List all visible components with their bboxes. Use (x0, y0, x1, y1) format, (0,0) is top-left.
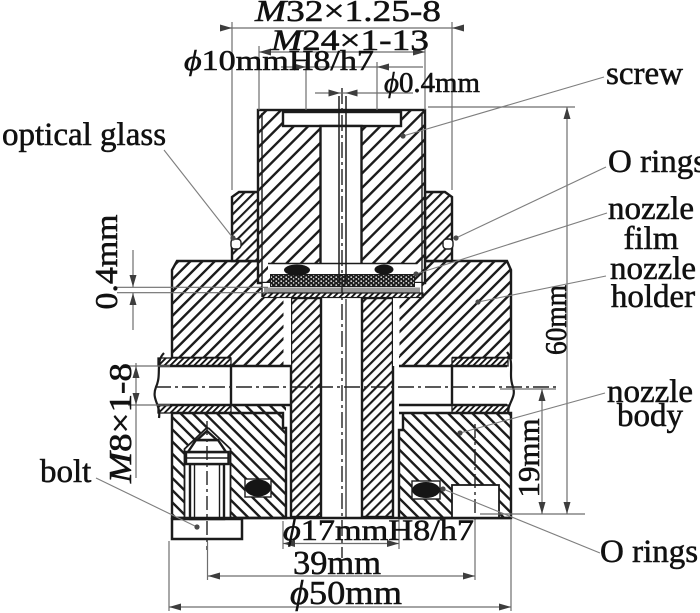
svg-text:M32×1.25-8: M32×1.25-8 (254, 0, 441, 28)
svg-text:nozzle: nozzle (607, 374, 693, 410)
svg-text:O rings: O rings (600, 534, 698, 570)
svg-text:39mm: 39mm (293, 545, 381, 582)
svg-text:O rings: O rings (608, 144, 700, 180)
svg-text:screw: screw (606, 56, 683, 92)
svg-text:60mm: 60mm (538, 285, 573, 355)
svg-text:ϕ0.4mm: ϕ0.4mm (384, 67, 480, 99)
svg-text:ϕ50mm: ϕ50mm (290, 575, 402, 612)
svg-text:0.4mm: 0.4mm (88, 214, 124, 309)
svg-text:M24×1-13: M24×1-13 (270, 24, 429, 57)
svg-text:body: body (617, 398, 684, 434)
svg-text:film: film (624, 221, 679, 257)
svg-text:M8×1-8: M8×1-8 (102, 363, 138, 484)
svg-text:optical glass: optical glass (2, 117, 166, 153)
svg-text:ϕ17mmH8/h7: ϕ17mmH8/h7 (283, 514, 474, 547)
svg-text:19mm: 19mm (511, 419, 546, 498)
svg-text:nozzle: nozzle (610, 251, 696, 287)
svg-text:bolt: bolt (40, 454, 91, 490)
svg-text:nozzle: nozzle (608, 191, 694, 227)
svg-text:holder: holder (611, 279, 695, 315)
